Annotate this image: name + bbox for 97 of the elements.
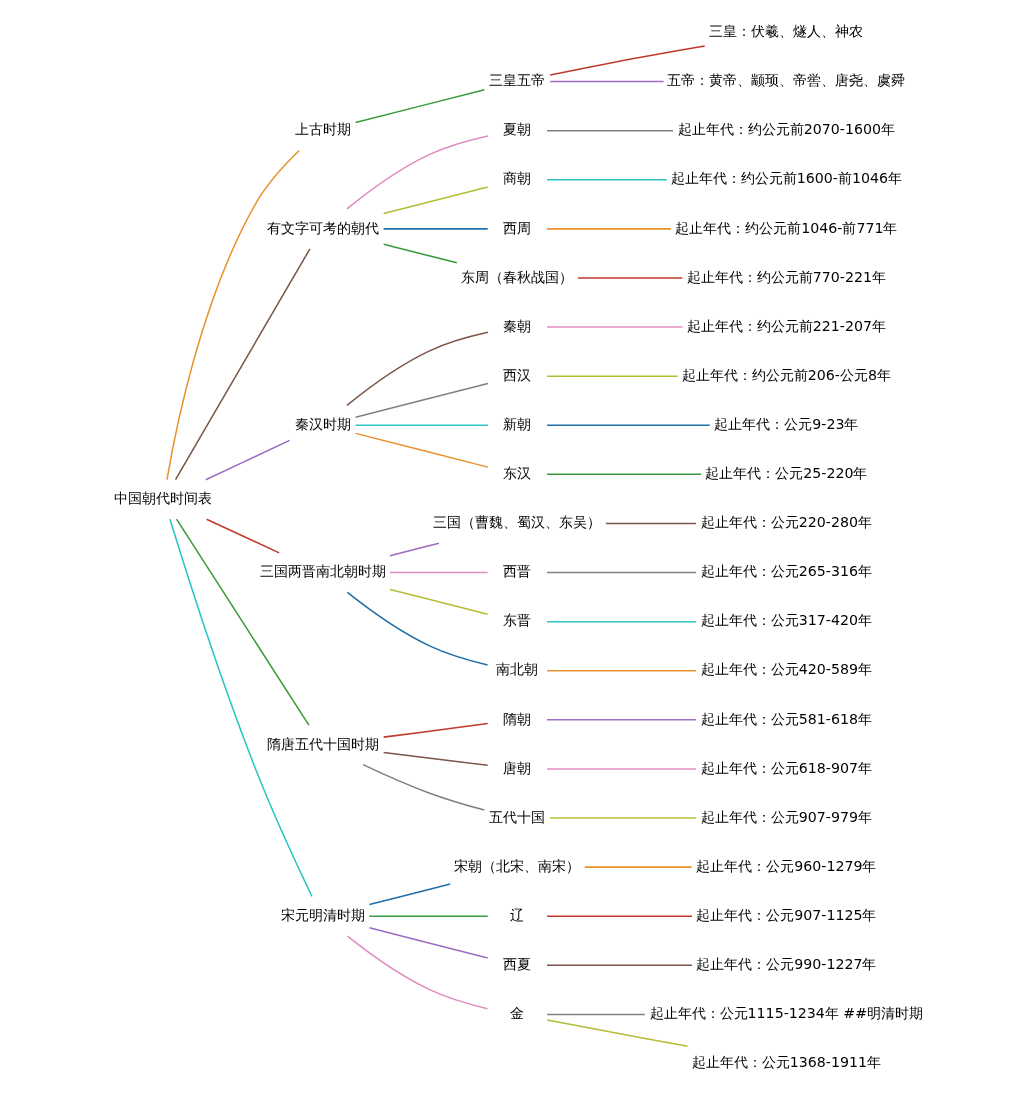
node-text: 三国（曹魏、蜀汉、东吴） <box>432 514 601 531</box>
connector <box>576 277 683 279</box>
connector <box>368 883 451 906</box>
node-text: 起止年代：约公元前770-221年 <box>686 268 886 285</box>
connector <box>548 817 697 819</box>
connector <box>548 80 664 83</box>
node-text: 东晋 <box>502 612 531 629</box>
node-text: 起止年代：约公元前206-公元8年 <box>681 366 891 383</box>
node-text: 南北朝 <box>495 661 538 678</box>
node-text: 西夏 <box>502 956 531 973</box>
node-text: 东汉 <box>502 465 531 482</box>
connector <box>382 722 488 738</box>
connector <box>165 149 300 481</box>
node-text: 起止年代：公元907-979年 <box>700 808 872 825</box>
connector <box>545 571 697 574</box>
connector <box>174 248 311 481</box>
connector <box>545 915 693 917</box>
connector <box>545 964 693 967</box>
connector <box>545 620 697 623</box>
connector <box>354 432 489 468</box>
connector <box>346 935 488 1010</box>
node-text: 秦朝 <box>502 317 531 334</box>
connector <box>361 763 485 811</box>
connector <box>583 866 692 868</box>
node-text: 商朝 <box>502 170 531 187</box>
node-text: 起止年代：公元317-420年 <box>700 612 872 629</box>
node-text: 起止年代：公元1368-1911年 <box>691 1054 881 1071</box>
node-text: 起止年代：公元907-1125年 <box>695 906 876 923</box>
connector <box>545 179 667 181</box>
node-text: 辽 <box>509 906 524 923</box>
node-text: 起止年代：公元581-618年 <box>700 710 872 727</box>
node-text: 夏朝 <box>502 121 531 138</box>
node-text: 有文字可考的朝代 <box>266 219 379 236</box>
connector <box>168 518 313 898</box>
node-text: 东周（春秋战国） <box>460 268 573 285</box>
connector <box>204 439 290 481</box>
connector <box>545 768 697 770</box>
node-text: 上古时期 <box>294 121 351 138</box>
connector <box>545 424 710 427</box>
node-text: 三皇：伏羲、燧人、神农 <box>708 23 863 40</box>
connector <box>545 375 678 377</box>
connector <box>545 473 702 476</box>
connector <box>548 45 705 76</box>
connector <box>345 135 489 210</box>
connector <box>545 228 672 230</box>
node-text: 金 <box>509 1005 524 1022</box>
connector <box>382 751 488 767</box>
connector <box>545 129 674 132</box>
node-text: 西汉 <box>502 366 531 383</box>
connector <box>346 591 488 666</box>
connector <box>545 326 683 328</box>
node-text: 起止年代：公元618-907年 <box>700 759 872 776</box>
connector <box>604 522 697 525</box>
connector <box>545 719 697 721</box>
node-text: 起止年代：公元420-589年 <box>700 661 872 678</box>
connector <box>382 186 488 215</box>
node-text: 起止年代：约公元前1046-前771年 <box>674 219 897 236</box>
node-text: 起止年代：公元1115-1234年 ##明清时期 <box>649 1005 923 1022</box>
node-text: 秦汉时期 <box>294 415 351 432</box>
connector <box>545 1013 646 1016</box>
node-text: 隋朝 <box>502 710 531 727</box>
node-text: 中国朝代时间表 <box>113 490 212 507</box>
connector <box>545 669 697 672</box>
node-text: 唐朝 <box>502 759 531 776</box>
connector <box>368 915 488 917</box>
connector <box>545 1019 688 1047</box>
node-text: 起止年代：公元960-1279年 <box>695 857 876 874</box>
node-text: 三国两晋南北朝时期 <box>259 563 386 580</box>
connector <box>354 88 485 124</box>
node-text: 西晋 <box>502 563 531 580</box>
node-text: 起止年代：公元25-220年 <box>704 465 867 482</box>
node-text: 起止年代：约公元前1600-前1046年 <box>670 170 902 187</box>
node-text: 五代十国 <box>488 808 545 825</box>
node-text: 西周 <box>502 219 531 236</box>
connector <box>175 518 310 726</box>
connector <box>354 424 489 427</box>
node-text: 起止年代：公元990-1227年 <box>695 956 876 973</box>
connector <box>382 243 458 264</box>
node-text: 起止年代：约公元前2070-1600年 <box>677 121 895 138</box>
node-text: 三皇五帝 <box>488 72 545 89</box>
node-text: 起止年代：公元265-316年 <box>700 563 872 580</box>
node-text: 宋元明清时期 <box>280 906 365 923</box>
connector <box>382 228 488 230</box>
connector <box>345 331 489 407</box>
node-text: 起止年代：公元9-23年 <box>713 415 858 432</box>
node-text: 五帝：黄帝、颛顼、帝喾、唐尧、虞舜 <box>666 72 905 89</box>
connector <box>388 571 488 574</box>
node-text: 起止年代：约公元前221-207年 <box>686 317 886 334</box>
node-text: 起止年代：公元220-280年 <box>700 514 872 531</box>
node-text: 新朝 <box>502 415 531 432</box>
connector <box>368 927 488 959</box>
connector <box>388 542 440 557</box>
connector <box>388 588 488 616</box>
connector <box>354 382 489 418</box>
connector <box>205 518 280 554</box>
node-text: 宋朝（北宋、南宋） <box>453 857 580 874</box>
node-text: 隋唐五代十国时期 <box>266 735 379 752</box>
